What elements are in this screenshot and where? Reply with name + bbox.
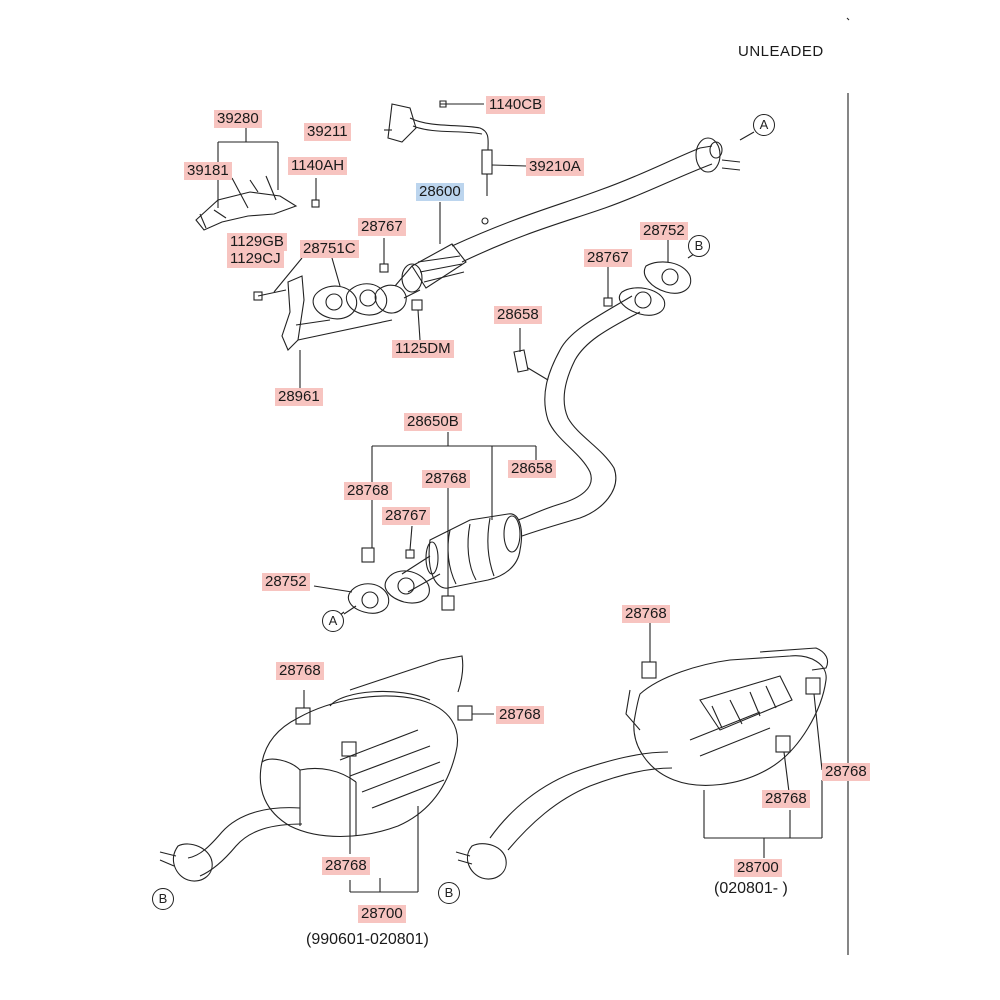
part-label-28650B[interactable]: 28650B: [404, 413, 462, 431]
part-label-28658-upper[interactable]: 28658: [494, 306, 542, 324]
part-label-28600[interactable]: 28600: [416, 183, 464, 201]
callout-b-upper: B: [688, 235, 710, 257]
part-label-39280[interactable]: 39280: [214, 110, 262, 128]
callout-b-right: B: [438, 882, 460, 904]
part-label-28768-left-muffler-top[interactable]: 28768: [276, 662, 324, 680]
part-label-28700-right[interactable]: 28700: [734, 859, 782, 877]
part-label-28752-upper[interactable]: 28752: [640, 222, 688, 240]
part-label-28768-right-muffler-top[interactable]: 28768: [622, 605, 670, 623]
part-label-28767-upper[interactable]: 28767: [358, 218, 406, 236]
callout-a-upper: A: [753, 114, 775, 136]
part-label-28658-lower[interactable]: 28658: [508, 460, 556, 478]
part-label-39211[interactable]: 39211: [304, 123, 351, 141]
part-label-28700-left[interactable]: 28700: [358, 905, 406, 923]
part-label-28768-left-muffler-right[interactable]: 28768: [496, 706, 544, 724]
part-label-1129GB[interactable]: 1129GB: [227, 233, 287, 251]
part-label-28767-cat[interactable]: 28767: [382, 507, 430, 525]
part-label-1140CB[interactable]: 1140CB: [486, 96, 546, 114]
part-label-28768-cat-left[interactable]: 28768: [344, 482, 392, 500]
date-range-late: (020801- ): [714, 880, 788, 897]
date-range-early: (990601-020801): [306, 931, 429, 948]
part-label-28752-lower[interactable]: 28752: [262, 573, 310, 591]
part-label-28767-right[interactable]: 28767: [584, 249, 632, 267]
part-label-28768-right-muffler-mid[interactable]: 28768: [762, 790, 810, 808]
callout-a-lower: A: [322, 610, 344, 632]
part-label-28768-right-muffler-side[interactable]: 28768: [822, 763, 870, 781]
fuel-type-header: UNLEADED: [738, 43, 824, 60]
part-label-1125DM[interactable]: 1125DM: [392, 340, 454, 358]
part-label-28751C[interactable]: 28751C: [300, 240, 359, 258]
callout-b-left: B: [152, 888, 174, 910]
part-label-1140AH[interactable]: 1140AH: [288, 157, 348, 175]
part-label-39181[interactable]: 39181: [184, 162, 232, 180]
part-label-1129CJ[interactable]: 1129CJ: [227, 250, 284, 268]
part-label-28961[interactable]: 28961: [275, 388, 323, 406]
part-label-28768-cat-right[interactable]: 28768: [422, 470, 470, 488]
part-label-28768-left-muffler-bottom[interactable]: 28768: [322, 857, 370, 875]
part-label-39210A[interactable]: 39210A: [526, 158, 584, 176]
